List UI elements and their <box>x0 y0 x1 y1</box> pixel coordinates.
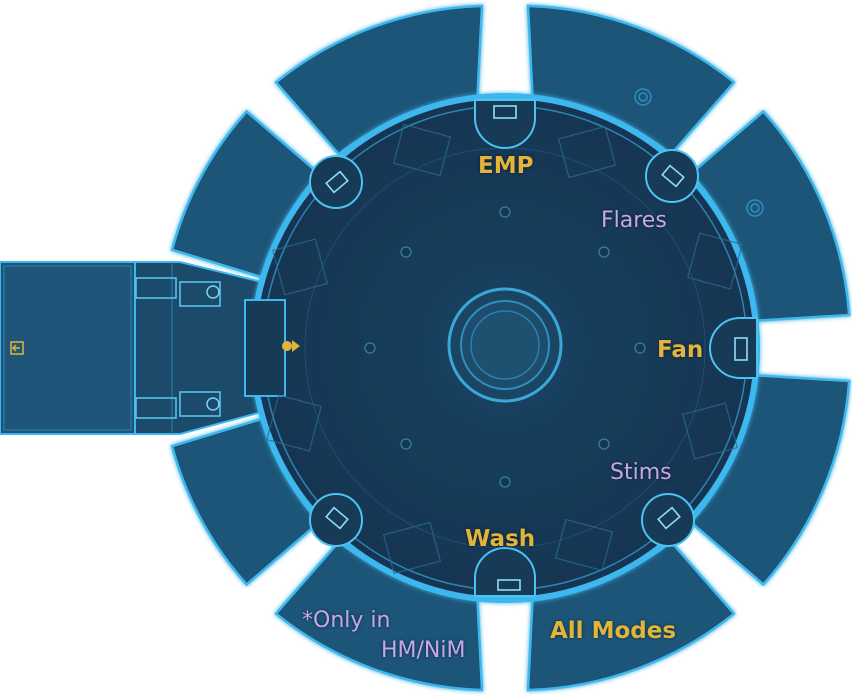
exit-arrow-icon <box>10 341 24 355</box>
outer-ring-segments <box>170 4 851 692</box>
only-in-note-line1: *Only in <box>302 608 391 633</box>
alcove-top <box>474 99 536 149</box>
alcove-right <box>709 317 758 379</box>
floor-studs <box>364 206 646 488</box>
all-modes-note: All Modes <box>550 618 677 644</box>
terminal-consoles <box>325 105 748 591</box>
emp-label: EMP <box>478 153 534 179</box>
stims-label: Stims <box>610 460 672 485</box>
alcove-bottom <box>474 547 536 597</box>
fan-label: Fan <box>657 337 704 363</box>
floor-panels <box>266 123 743 575</box>
alcove-ne <box>645 149 699 203</box>
central-platform <box>244 93 760 603</box>
entrance-corridor <box>0 261 263 435</box>
alcove-se <box>641 493 695 547</box>
only-in-note-line2: HM/NiM <box>381 638 466 663</box>
flares-label: Flares <box>601 208 667 233</box>
wash-label: Wash <box>465 526 536 552</box>
alcove-nw <box>309 155 363 209</box>
alcove-sw <box>309 493 363 547</box>
segment-ornaments <box>634 88 764 217</box>
player-position-icon <box>282 340 300 352</box>
